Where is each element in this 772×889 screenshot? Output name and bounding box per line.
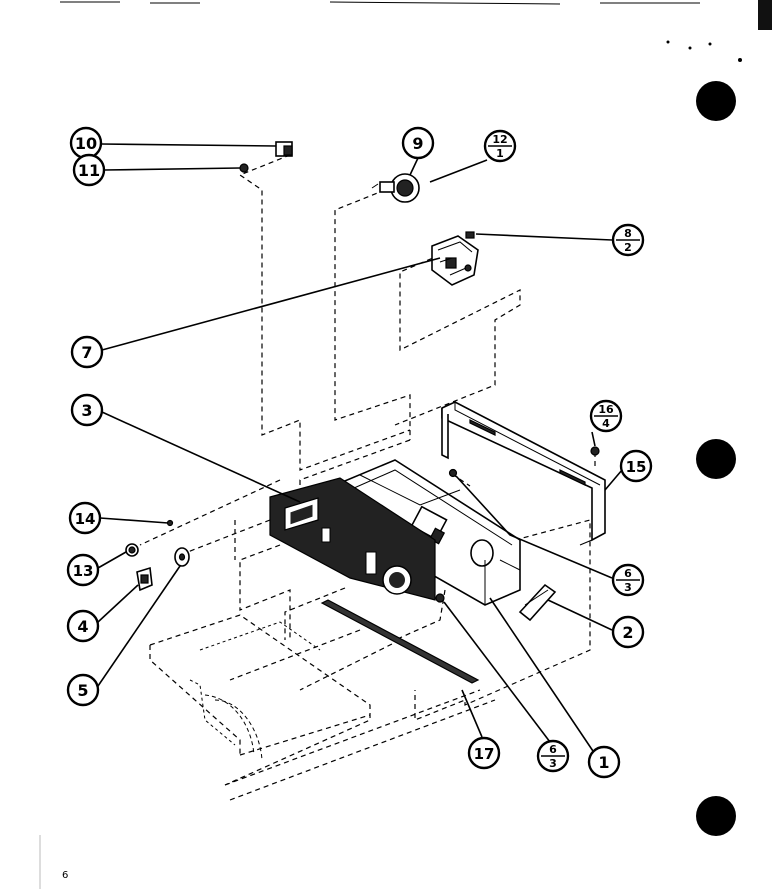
part-6-screw-lower [435,593,445,603]
part-6-screw-upper [448,468,458,478]
callout-13: 13 [66,553,100,587]
callout-6-3-bottom: 6 3 [536,739,570,773]
part-7-timer [431,235,479,286]
callout-6-3-right: 6 3 [611,563,645,597]
page-number: 6 [62,870,69,881]
svg-text:10: 10 [75,134,97,153]
svg-text:1: 1 [598,753,609,772]
leader-lines [97,143,623,758]
svg-text:3: 3 [549,757,557,770]
callout-5: 5 [66,673,100,707]
part-2-clip [518,583,557,622]
svg-text:14: 14 [75,510,96,528]
callout-8-2: 8 2 [611,223,645,257]
part-16-screw [590,446,600,456]
callout-14: 14 [68,501,102,535]
svg-text:5: 5 [77,681,88,700]
svg-text:6: 6 [624,567,632,580]
svg-text:8: 8 [624,227,632,240]
svg-text:12: 12 [492,133,507,146]
part-10-connector [275,141,293,157]
part-13-small-knob [125,543,139,557]
punch-hole-middle [696,439,736,479]
callout-16-4: 16 4 [589,399,623,433]
svg-text:4: 4 [602,417,610,430]
callout-12-1: 12 1 [483,129,517,163]
callout-11: 11 [72,153,106,187]
svg-text:1: 1 [496,147,504,160]
svg-text:3: 3 [81,401,92,420]
svg-text:7: 7 [81,343,92,362]
punch-hole-top [696,81,736,121]
part-17-trim-strip [320,599,480,684]
callout-15: 15 [619,449,653,483]
svg-text:16: 16 [598,403,614,416]
assembly-guide-lines [139,154,596,721]
svg-text:17: 17 [474,745,495,763]
scan-artifacts [60,0,772,62]
svg-text:13: 13 [73,562,94,580]
svg-text:15: 15 [626,458,647,476]
svg-text:4: 4 [77,617,88,636]
svg-text:11: 11 [78,161,100,180]
callout-4: 4 [66,609,100,643]
part-1-housing [339,459,521,606]
callout-1: 1 [587,745,621,779]
svg-text:2: 2 [624,241,632,254]
callout-9: 9 [401,126,435,160]
part-3-front-panel [269,477,436,601]
part-8-screw [465,231,475,239]
callout-17: 17 [467,736,501,770]
part-15-bracket [441,401,606,546]
punch-hole-bottom [696,796,736,836]
callout-3: 3 [70,393,104,427]
callout-10: 10 [69,126,103,160]
svg-text:3: 3 [624,581,632,594]
part-14-screw [166,519,174,527]
callout-7: 7 [70,335,104,369]
svg-text:2: 2 [622,623,633,642]
part-4-button [136,566,153,592]
callout-2: 2 [611,615,645,649]
part-11-screw [239,163,249,173]
part-9-knob [371,173,420,203]
svg-text:9: 9 [412,134,423,153]
svg-text:6: 6 [549,743,557,756]
part-5-washer [174,547,190,567]
cabinet-top-outline [149,614,496,801]
